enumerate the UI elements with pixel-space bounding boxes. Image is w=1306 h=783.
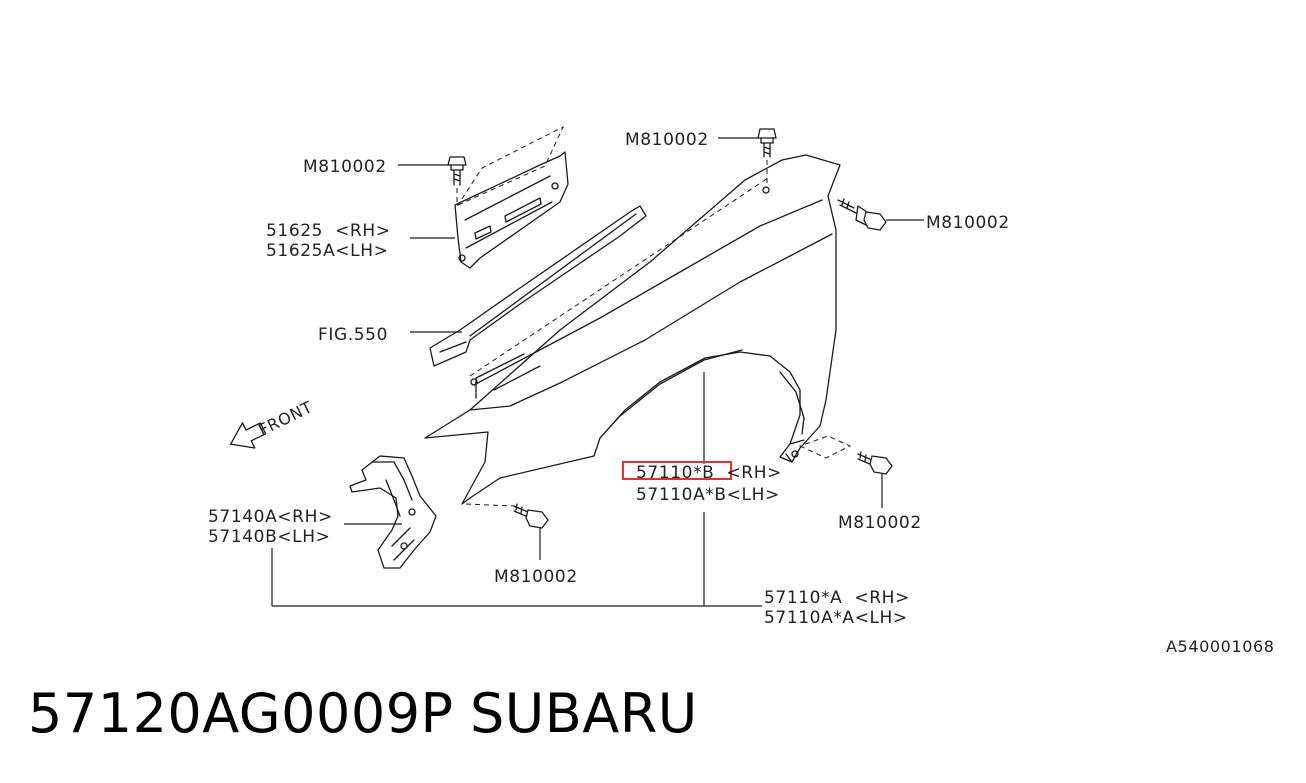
bolt-top-left: [447, 156, 467, 186]
label-bracket-rh: 51625 <RH>: [266, 221, 391, 241]
highlight-box: [622, 461, 732, 480]
label-fender-a-rh: 57110*A <RH>: [764, 588, 910, 608]
bolt-top-center: [757, 128, 777, 158]
label-bolt-top-center: M810002: [625, 130, 709, 150]
footer-part-number: 57120AG0009P: [28, 682, 454, 745]
bolt-bottom-center: [513, 503, 549, 529]
drawing-code: A540001068: [1166, 637, 1275, 656]
label-bolt-bottom-right: M810002: [838, 513, 922, 533]
label-bolt-right: M810002: [926, 213, 1010, 233]
label-fig-ref: FIG.550: [318, 325, 388, 345]
bolt-right: [837, 198, 887, 231]
label-liner-lh: 57140B<LH>: [208, 527, 331, 547]
label-fender-b-rh: 57110*B <RH>: [636, 463, 782, 483]
bolt-bottom-right: [857, 451, 893, 475]
weatherstrip: [429, 205, 647, 367]
front-fender: [424, 154, 841, 505]
label-bracket-lh: 51625A<LH>: [266, 241, 388, 261]
label-liner-rh: 57140A<RH>: [208, 507, 333, 527]
label-fender-b-lh: 57110A*B<LH>: [636, 485, 780, 505]
footer-brand: SUBARU: [470, 682, 698, 745]
front-label: FRONT: [255, 397, 315, 439]
label-bolt-bottom-center: M810002: [494, 567, 578, 587]
front-arrow: [230, 422, 267, 449]
inner-liner: [349, 455, 437, 569]
mounting-bracket: [454, 125, 569, 269]
label-bolt-top-left: M810002: [303, 157, 387, 177]
label-fender-a-lh: 57110A*A<LH>: [764, 608, 908, 628]
